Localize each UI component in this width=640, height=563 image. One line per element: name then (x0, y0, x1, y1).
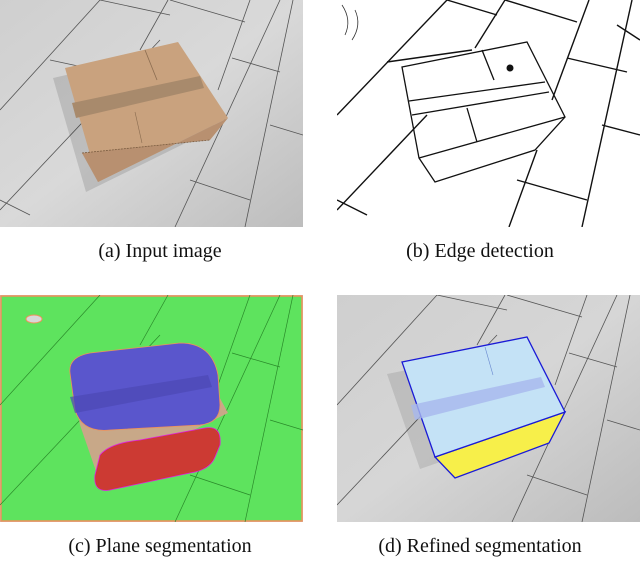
edge-detection-image (337, 0, 640, 227)
plane-segmentation-image (0, 295, 303, 522)
input-image (0, 0, 303, 227)
edge-detection-panel (337, 0, 640, 227)
caption-refined-segmentation: (d) Refined segmentation (378, 535, 582, 557)
refined-segmentation-image (337, 295, 640, 522)
caption-edge-detection: (b) Edge detection (406, 240, 554, 262)
caption-plane-segmentation: (c) Plane segmentation (68, 535, 252, 557)
plane-segmentation-panel (0, 295, 303, 522)
caption-input-image: (a) Input image (98, 240, 222, 262)
refined-segmentation-panel (337, 295, 640, 522)
input-image-panel (0, 0, 303, 227)
